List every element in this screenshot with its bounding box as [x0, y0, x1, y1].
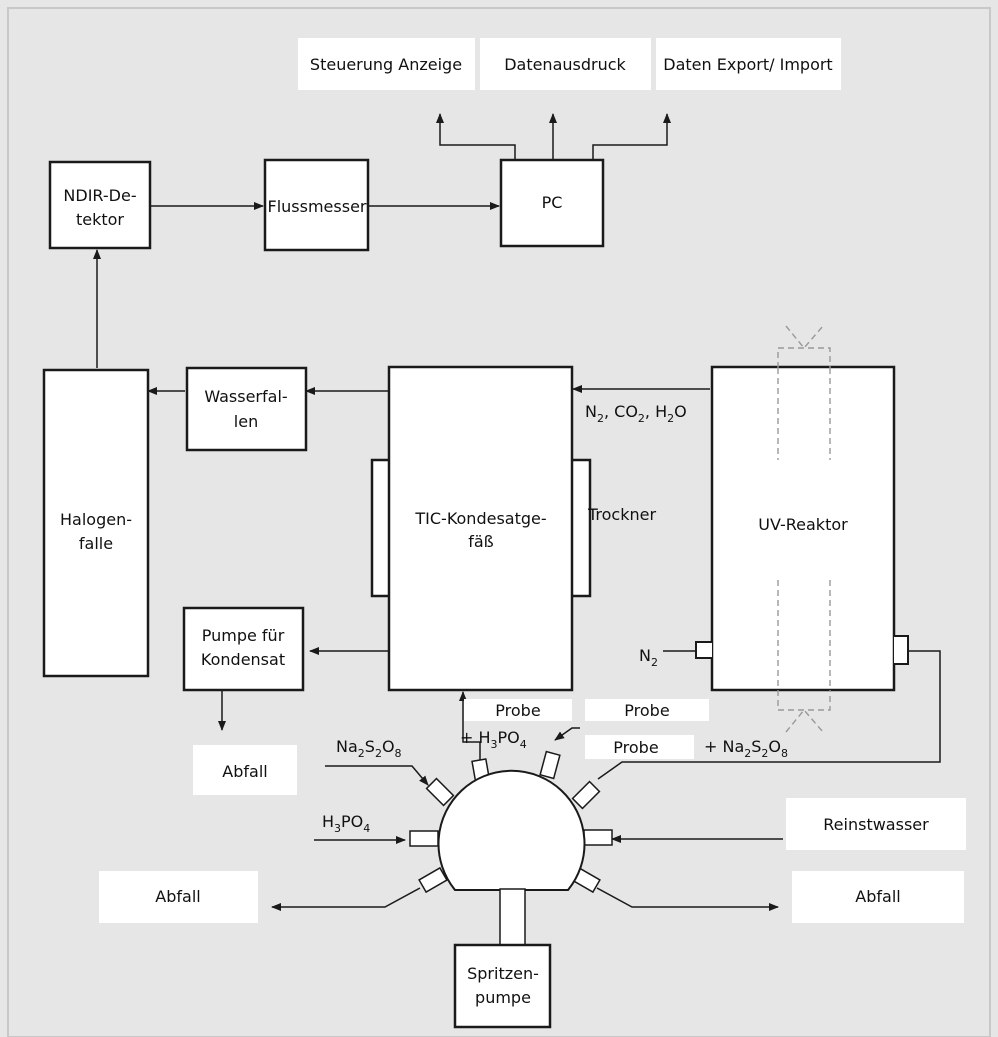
h3po4-plus-label: + H3PO4 [460, 728, 527, 751]
multiport-valve [437, 769, 586, 891]
wasser-label-1: Wasserfal- [204, 387, 287, 406]
ndir-label-2: tektor [76, 210, 124, 229]
valve-port [409, 830, 439, 847]
wasserfallen-box [185, 366, 308, 452]
arrow-naso-valve [325, 765, 429, 786]
output-steuerung: Steuerung Anzeige [310, 55, 462, 74]
connector-lines [93, 113, 941, 911]
uv-lamp-top [777, 347, 831, 368]
output-datenausdruck: Datenausdruck [504, 55, 626, 74]
abfall-top-label: Abfall [222, 762, 267, 781]
abfall-top-bg [193, 745, 297, 795]
output-box-datenausdruck [480, 38, 651, 90]
h3po4-left-label: H3PO4 [322, 812, 370, 835]
wasser-label-2: len [234, 412, 258, 431]
ndir-detector-box [48, 160, 152, 250]
uv-port-left [695, 641, 712, 659]
pumpe-box [182, 606, 305, 692]
abfall-left-bg [99, 871, 258, 923]
output-box-export [656, 38, 841, 90]
valve-port [539, 750, 561, 780]
syringe-stem [499, 888, 526, 947]
naso-plus-label: + Na2S2O8 [704, 737, 788, 760]
trockner-label: Trockner [587, 505, 656, 524]
uv-lamp-bottom [777, 690, 831, 711]
probe1-bg [464, 699, 572, 721]
valve-port [425, 777, 455, 807]
halogen-label-1: Halogen- [60, 510, 132, 529]
arrow-valve-uv [597, 647, 941, 780]
reinstwasser-bg [786, 798, 966, 850]
output-box-steuerung [298, 38, 475, 90]
component-boxes [42, 158, 896, 1029]
probe3-label: Probe [613, 738, 658, 757]
uv-lamp-dashed [777, 325, 831, 733]
valve-port [583, 829, 613, 846]
uv-label: UV-Reaktor [758, 515, 848, 534]
arrow-valve-abfall-right [596, 887, 779, 911]
n2-label: N2 [639, 646, 658, 669]
arrow-pc-export [592, 113, 671, 160]
spritzenpumpe-box [453, 943, 552, 1029]
abfall-right-label: Abfall [855, 887, 900, 906]
uv-reactor-box [710, 365, 896, 692]
halogen-label-2: falle [79, 534, 113, 553]
ndir-label-1: NDIR-De- [63, 186, 136, 205]
probe2-label: Probe [624, 701, 669, 720]
output-export: Daten Export/ Import [663, 55, 832, 74]
reinstwasser-label: Reinstwasser [823, 815, 929, 834]
uv-port-right [894, 635, 909, 665]
valve-ports [409, 750, 613, 894]
probe2-bg [585, 699, 709, 721]
halogen-box [42, 368, 150, 678]
arrow-valve-abfall-left [271, 887, 421, 911]
spritzen-label-1: Spritzen- [467, 964, 539, 983]
pc-label: PC [542, 193, 563, 212]
probe1-label: Probe [495, 701, 540, 720]
gas-label: N2, CO2, H2O [585, 402, 687, 425]
pumpe-label-1: Pumpe für [202, 626, 285, 645]
valve-port [571, 780, 601, 810]
pumpe-label-2: Kondensat [201, 650, 285, 669]
label-backgrounds [99, 699, 966, 923]
probe3-bg [585, 735, 694, 759]
tic-vessel-box [387, 365, 574, 692]
frame-border [7, 7, 991, 1037]
abfall-right-bg [792, 871, 964, 923]
tic-label-1: TIC-Kondesatge- [414, 509, 546, 528]
spritzen-label-2: pumpe [475, 988, 531, 1007]
arrow-probe-valve [554, 727, 580, 741]
pc-box [499, 158, 605, 248]
naso-left-label: Na2S2O8 [336, 737, 402, 760]
flussmesser-label: Flussmesser [268, 197, 367, 216]
flussmesser-box [263, 158, 370, 252]
flow-labels: N2, CO2, H2O N2 Probe Probe Probe + H3PO… [155, 402, 929, 906]
box-labels: NDIR-De- tektor Flussmesser PC Halogen- … [60, 186, 848, 1007]
abfall-left-label: Abfall [155, 887, 200, 906]
tic-label-2: fäß [468, 532, 494, 551]
arrow-pc-steuerung [436, 113, 516, 160]
uv-ports [695, 635, 909, 665]
valve-port [418, 866, 448, 894]
